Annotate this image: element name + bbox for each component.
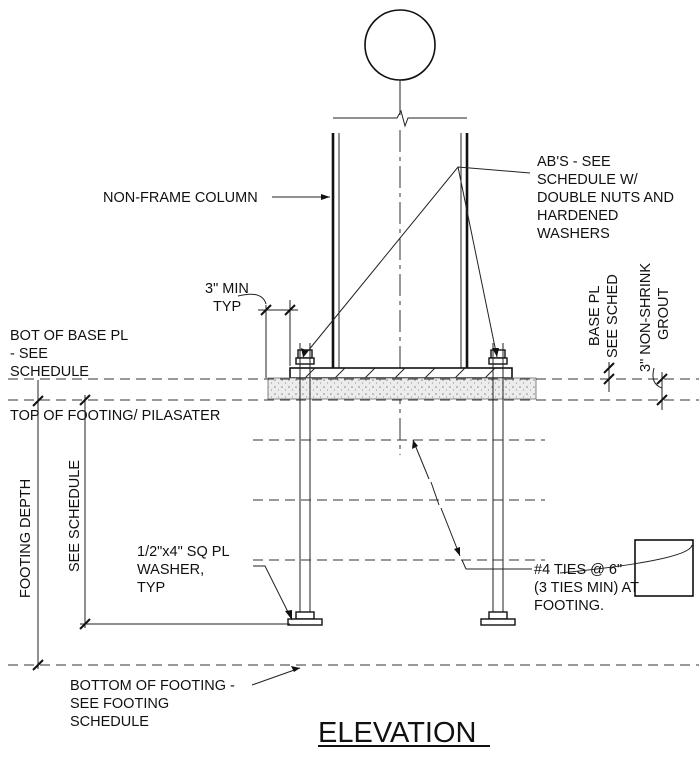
min-clearance-dimension (237, 293, 298, 378)
svg-text:GROUT: GROUT (656, 288, 672, 341)
svg-text:SCHEDULE W/: SCHEDULE W/ (537, 172, 639, 188)
grout-pad (267, 377, 537, 400)
see-schedule-label: SEE SCHEDULE (67, 460, 83, 572)
svg-text:SEE FOOTING: SEE FOOTING (70, 696, 169, 712)
anchor-bolt-label: AB'S - SEE SCHEDULE W/ DOUBLE NUTS AND H… (537, 154, 674, 242)
svg-text:(3 TIES MIN) AT: (3 TIES MIN) AT (534, 580, 639, 596)
svg-text:FOOTING.: FOOTING. (534, 598, 604, 614)
svg-text:3" MIN: 3" MIN (205, 281, 249, 297)
base-pl-dimension (603, 362, 615, 392)
svg-text:BASE PL: BASE PL (587, 286, 603, 346)
arrowheads (285, 194, 499, 672)
footing-depth-label: FOOTING DEPTH (18, 479, 34, 598)
svg-text:TYP: TYP (213, 299, 241, 315)
top-footing-label: TOP OF FOOTING/ PILASATER (10, 408, 220, 424)
svg-text:SCHEDULE: SCHEDULE (10, 364, 89, 380)
svg-text:WASHER,: WASHER, (137, 562, 204, 578)
base-plate (289, 367, 513, 379)
min-clearance-label: 3" MIN TYP (205, 281, 249, 315)
bot-base-pl-label: BOT OF BASE PL - SEE SCHEDULE (10, 328, 128, 380)
svg-text:HARDENED: HARDENED (537, 208, 618, 224)
column-break-line (333, 109, 467, 128)
ties (253, 439, 545, 561)
grid-bubble (364, 9, 436, 81)
svg-text:3" NON-SHRINK: 3" NON-SHRINK (638, 263, 654, 372)
anchor-bolt-right (480, 343, 516, 626)
non-frame-column (331, 133, 469, 368)
svg-text:1/2"x4" SQ PL: 1/2"x4" SQ PL (137, 544, 230, 560)
tie-detail-box (634, 539, 694, 597)
svg-text:WASHERS: WASHERS (537, 226, 610, 242)
svg-text:AB'S - SEE: AB'S - SEE (537, 154, 611, 170)
svg-text:SCHEDULE: SCHEDULE (70, 714, 149, 730)
plate-washer-label: 1/2"x4" SQ PL WASHER, TYP (137, 544, 230, 596)
svg-text:TYP: TYP (137, 580, 165, 596)
column-label: NON-FRAME COLUMN (103, 190, 258, 206)
base-pl-label: BASE PL SEE SCHED (587, 274, 621, 358)
grout-label: 3" NON-SHRINK GROUT (638, 263, 672, 372)
svg-text:SEE SCHED: SEE SCHED (605, 274, 621, 358)
svg-text:BOT OF BASE PL: BOT OF BASE PL (10, 328, 128, 344)
svg-text:#4 TIES @ 6": #4 TIES @ 6" (534, 562, 622, 578)
drawing-title: ELEVATION (318, 717, 476, 749)
ties-label: #4 TIES @ 6" (3 TIES MIN) AT FOOTING. (534, 562, 639, 614)
embedment-dimension (79, 394, 290, 630)
grout-dimension (652, 367, 668, 410)
leaders (251, 166, 693, 686)
svg-text:BOTTOM OF FOOTING -: BOTTOM OF FOOTING - (70, 678, 235, 694)
bottom-footing-label: BOTTOM OF FOOTING - SEE FOOTING SCHEDULE (70, 678, 235, 730)
svg-text:- SEE: - SEE (10, 346, 48, 362)
svg-text:DOUBLE NUTS AND: DOUBLE NUTS AND (537, 190, 674, 206)
footing-depth-dimension (32, 380, 44, 671)
